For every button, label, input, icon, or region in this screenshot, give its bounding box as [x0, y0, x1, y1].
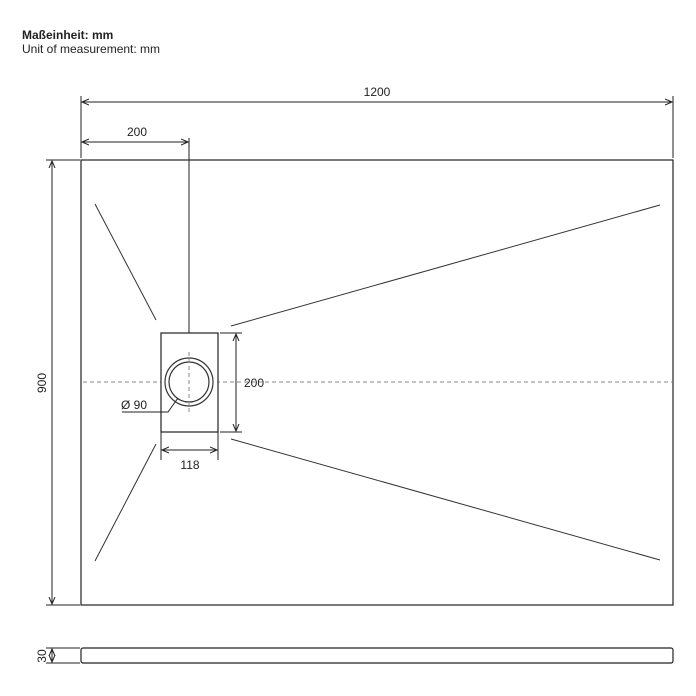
unit-label-english: Unit of measurement: mm	[22, 42, 161, 56]
slope-lines	[94, 203, 661, 562]
thickness-label: 30	[35, 649, 49, 663]
slope-line-top-left	[94, 203, 157, 321]
slope-line-bottom-left	[94, 443, 157, 562]
drain-outer-ring	[164, 357, 214, 407]
slope-line-top-right	[230, 204, 661, 327]
unit-header: Maßeinheit: mm Unit of measurement: mm	[22, 28, 160, 56]
unit-label-german: Maßeinheit: mm	[22, 28, 114, 42]
width-dimension-label: 1200	[364, 85, 391, 99]
length-dimension-label: 900	[35, 373, 49, 393]
drain-width-label: 118	[180, 458, 199, 472]
shower-tray-outline	[80, 159, 674, 606]
drain-height-label: 200	[244, 376, 264, 390]
diameter-leader-line	[122, 397, 179, 413]
drain-diameter-label: Ø 90	[121, 398, 147, 412]
slope-line-bottom-right	[230, 438, 661, 561]
drain-offset-label: 200	[127, 125, 147, 139]
shower-tray-side-view	[80, 647, 674, 664]
